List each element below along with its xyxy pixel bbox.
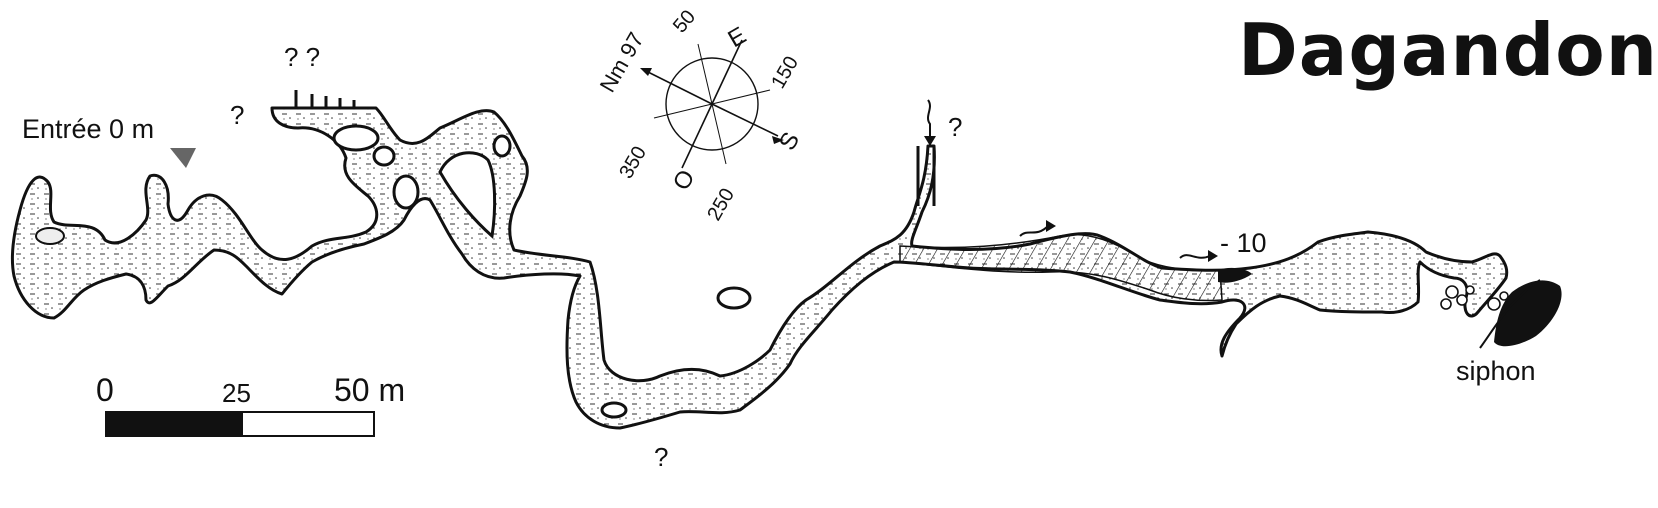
compass-rose: Nm 97 50 E 150 S 250 O 350 <box>595 6 806 224</box>
compass-label-e: E <box>724 22 751 53</box>
flow-arrowhead <box>1046 220 1056 232</box>
siphon-rim <box>1479 279 1541 349</box>
scale-bar <box>105 411 375 437</box>
rock-pillar <box>716 286 752 310</box>
scale-tick-0: 0 <box>96 372 114 408</box>
scale-tick-25: 25 <box>222 378 251 408</box>
vertical-shaft <box>916 146 936 206</box>
unknown-marker: ? <box>230 100 245 130</box>
compass-label-350: 350 <box>615 143 651 183</box>
compass-label-50: 50 <box>669 6 700 37</box>
rock-pillar <box>600 401 628 419</box>
siphon-pool <box>1494 280 1562 347</box>
rock-pillar <box>372 145 396 167</box>
rock-pillar <box>438 151 497 239</box>
rock-pillar <box>392 174 420 210</box>
compass-needle-north <box>643 69 713 105</box>
map-title: Dagandong <box>1238 8 1658 92</box>
entrance-marker <box>170 148 196 168</box>
cave-passage-outline <box>10 106 1509 430</box>
rock-pillar <box>332 124 380 152</box>
compass-label-o: O <box>668 165 701 195</box>
side-passage-stub <box>294 90 356 108</box>
depth-label: - 10 <box>1220 228 1267 258</box>
siphon-label: siphon <box>1456 356 1536 386</box>
compass-label-magnetic-north: Nm 97 <box>595 28 649 97</box>
rock-pillar <box>35 227 65 245</box>
flow-arrowhead <box>1208 250 1218 262</box>
rock-pillar <box>492 134 512 158</box>
compass-label-150: 150 <box>767 53 803 93</box>
hatched-passage-section <box>899 233 1223 302</box>
inflow-arrow <box>927 99 931 138</box>
unknown-marker: ? <box>948 112 963 142</box>
boulder-cluster <box>1440 285 1509 311</box>
flow-arrow <box>1179 254 1211 259</box>
entrance-label: Entrée 0 m <box>22 114 155 144</box>
compass-label-s: S <box>774 128 805 155</box>
compass-label-250: 250 <box>703 185 739 225</box>
flow-arrow <box>1019 225 1049 237</box>
scale-tick-50: 50 m <box>334 372 406 408</box>
inflow-arrowhead <box>924 136 936 146</box>
water-pool <box>1218 267 1252 283</box>
unknown-marker: ? <box>654 442 669 472</box>
unknown-marker-pair: ? ? <box>284 42 321 72</box>
